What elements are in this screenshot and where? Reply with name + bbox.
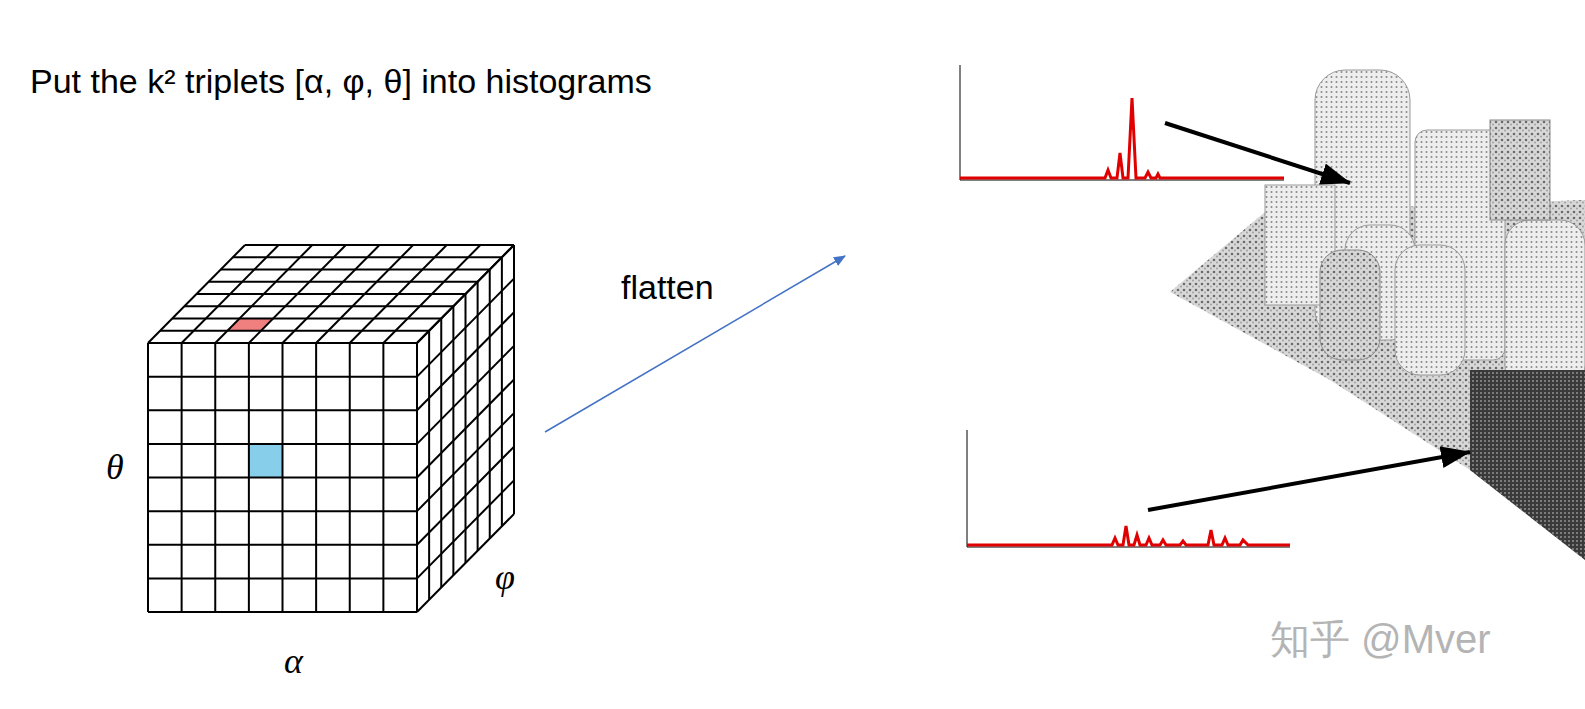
title: Put the k² triplets [α, φ, θ] into histo… (30, 62, 652, 101)
histogram-cube (148, 245, 514, 612)
histogram-bottom (967, 430, 1470, 547)
arrow-label: flatten (621, 268, 714, 307)
axis-label: φ (495, 556, 515, 598)
histogram-top (960, 65, 1350, 183)
watermark: 知乎 @Mver (1270, 612, 1491, 667)
axis-label: α (284, 640, 303, 682)
axis-label: θ (106, 446, 124, 488)
flatten-arrow (545, 256, 845, 432)
